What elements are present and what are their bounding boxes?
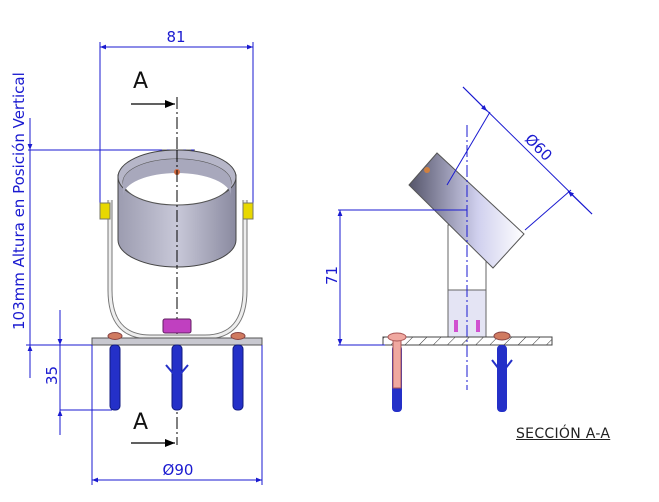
anchor-right-section xyxy=(497,345,507,412)
screw-head-left xyxy=(107,332,123,340)
screw-head-right xyxy=(230,332,246,340)
center-nut xyxy=(162,318,192,334)
front-view: 81 103mm Altura en Posición Vertical xyxy=(10,28,263,485)
section-marker-bottom: A xyxy=(133,410,148,435)
wall-anchors xyxy=(109,344,244,411)
tube-diameter-dimension xyxy=(446,86,593,231)
width-dim-label: 81 xyxy=(166,28,185,46)
tube-diameter-label: Ø60 xyxy=(521,130,556,165)
set-screw-icon-section xyxy=(424,167,430,173)
screw-section xyxy=(392,335,402,389)
hex-nut-left xyxy=(99,202,111,220)
width-dimension xyxy=(99,42,254,212)
height-note-label: 103mm Altura en Posición Vertical xyxy=(10,72,28,330)
section-marker-top: A xyxy=(133,69,148,94)
section-view: 71 Ø60 xyxy=(323,86,593,412)
base-plate-section xyxy=(382,336,553,346)
anchor-depth-label: 35 xyxy=(43,366,61,385)
section-height-label: 71 xyxy=(323,266,341,285)
section-height-dimension xyxy=(337,209,467,346)
anchor-depth-dimension xyxy=(57,310,112,435)
base-diameter-dimension xyxy=(91,345,263,485)
hex-nut-right xyxy=(242,202,254,220)
base-diameter-label: Ø90 xyxy=(163,461,194,479)
tube-ring xyxy=(117,149,237,268)
section-title: SECCIÓN A-A xyxy=(516,426,611,442)
